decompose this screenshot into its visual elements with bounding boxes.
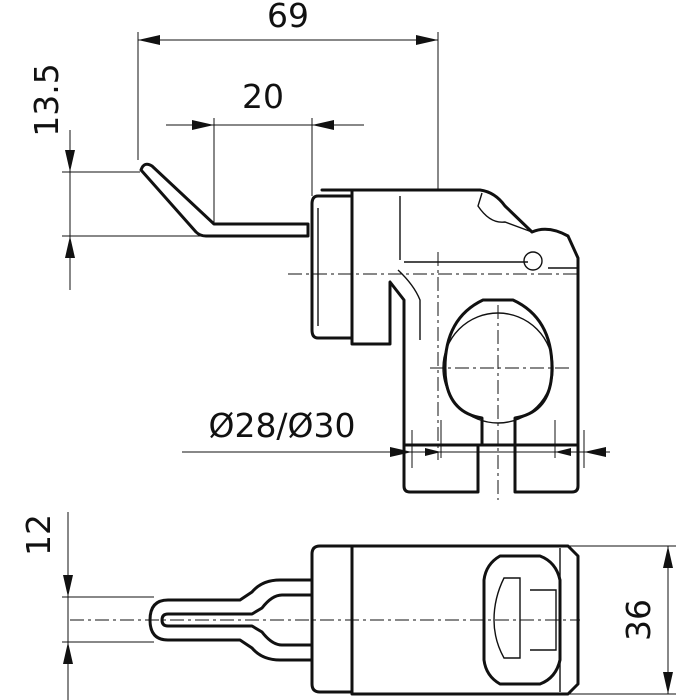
dimension-body-width: 36 — [568, 545, 676, 695]
dimension-overall-length: 69 — [137, 0, 439, 190]
end-cap — [310, 194, 354, 340]
plan-view — [70, 544, 580, 696]
dim-label-12: 12 — [19, 514, 58, 556]
dimension-lever-offset: 13.5 — [27, 63, 200, 290]
dim-label-36: 36 — [619, 599, 658, 641]
latch-edge — [477, 192, 533, 233]
clamp-foot — [402, 443, 480, 494]
dimension-tube-diameter: Ø28/Ø30 — [182, 406, 610, 468]
dimension-lever-length: 20 — [166, 77, 364, 224]
side-view — [139, 162, 580, 500]
dim-label-diameter: Ø28/Ø30 — [208, 406, 355, 445]
dim-label-20: 20 — [242, 77, 284, 116]
dim-label-13-5: 13.5 — [27, 63, 66, 136]
hinge-pin — [523, 251, 543, 271]
dim-label-69: 69 — [267, 0, 309, 35]
lever-arm — [139, 162, 310, 238]
dimension-bottom-offset: 12 — [19, 512, 154, 700]
plan-end-cap — [310, 544, 354, 694]
